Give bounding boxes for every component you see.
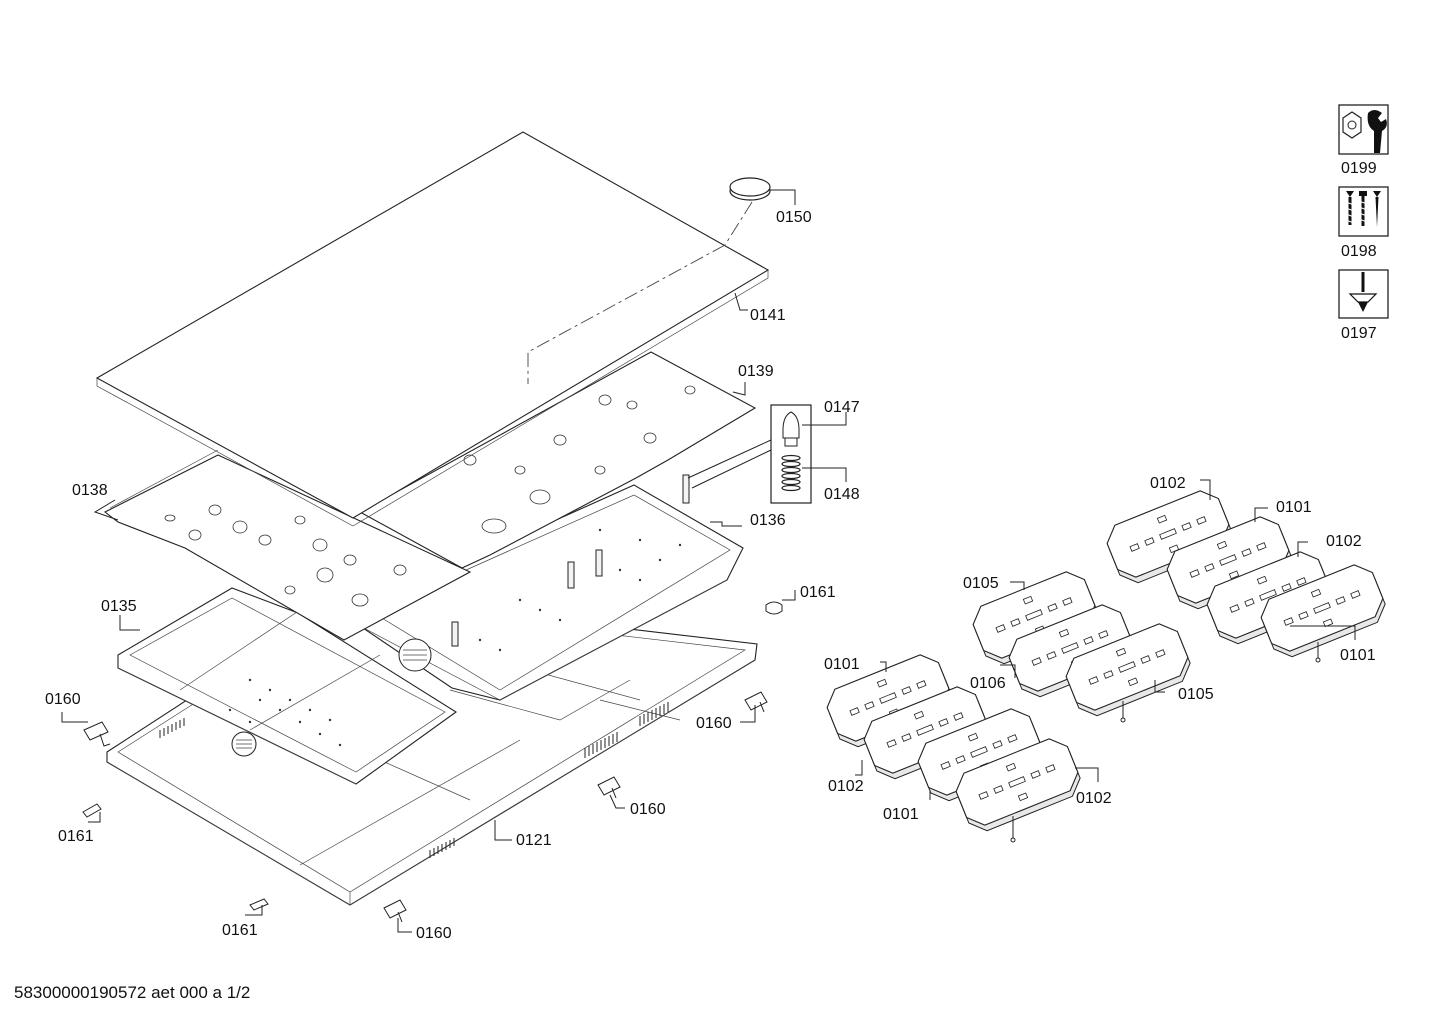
tool-label-0199: 0199 [1341, 160, 1377, 177]
callout-0105-lower[interactable]: 0105 [1178, 686, 1214, 703]
clip-0160-middle [597, 776, 621, 799]
tool-label-0198: 0198 [1341, 243, 1377, 260]
callout-0148[interactable]: 0148 [824, 486, 860, 503]
callout-0102-left[interactable]: 0102 [828, 778, 864, 795]
shield-plate-0138 [103, 449, 472, 641]
tool-icon-0197[interactable]: 0197 [1338, 269, 1389, 342]
foot-0161-left [82, 803, 102, 818]
sensor-detail-box [687, 404, 812, 504]
coil-pad [955, 738, 1081, 843]
callout-0136[interactable]: 0136 [750, 512, 786, 529]
callout-0106[interactable]: 0106 [970, 675, 1006, 692]
callout-0160-middle[interactable]: 0160 [630, 801, 666, 818]
callout-0160-left[interactable]: 0160 [45, 691, 81, 708]
callout-0150[interactable]: 0150 [776, 209, 812, 226]
clip-0160-left [83, 721, 111, 747]
coil-pad [863, 686, 989, 780]
coil-carrier-0135 [117, 587, 457, 785]
shield-plate-0139 [358, 351, 757, 569]
callout-0139[interactable]: 0139 [738, 363, 774, 380]
leader-lines [61, 189, 1356, 933]
callout-0101-right[interactable]: 0101 [1340, 647, 1376, 664]
coil-pad [826, 654, 952, 748]
document-number: 58300000190572 aet 000 a 1/2 [14, 983, 250, 1002]
screws-icon [1345, 191, 1381, 227]
foot-0161-bottom [249, 898, 269, 911]
callout-0138[interactable]: 0138 [72, 482, 108, 499]
clip-0160-bottom [383, 899, 407, 923]
tray-vents [159, 702, 669, 858]
screwdriver-icon [1348, 272, 1378, 312]
glass-ceramic-top-0141 [95, 131, 770, 527]
wrench-nut-icon [1342, 110, 1387, 153]
coil-pad [917, 708, 1043, 802]
tool-icon-0198[interactable]: 0198 [1338, 186, 1389, 260]
callout-0135[interactable]: 0135 [101, 598, 137, 615]
clip-0160-right [744, 691, 768, 713]
callout-0147[interactable]: 0147 [824, 399, 860, 416]
coil-pad [1260, 564, 1386, 663]
callout-0161-right[interactable]: 0161 [800, 584, 836, 601]
callout-0101-bottom[interactable]: 0101 [883, 806, 919, 823]
callout-0101-left[interactable]: 0101 [824, 656, 860, 673]
coil-pad [1065, 623, 1191, 723]
induction-coils [826, 490, 1386, 843]
callout-0160-bottom[interactable]: 0160 [416, 925, 452, 942]
tool-icon-0199[interactable]: 0199 [1338, 104, 1389, 177]
callout-0102-top[interactable]: 0102 [1150, 475, 1186, 492]
callout-0160-right[interactable]: 0160 [696, 715, 732, 732]
callout-0161-left[interactable]: 0161 [58, 828, 94, 845]
callout-0121[interactable]: 0121 [516, 832, 552, 849]
callout-0161-bottom[interactable]: 0161 [222, 922, 258, 939]
callout-0105-upper[interactable]: 0105 [963, 575, 999, 592]
coil-pad [1166, 516, 1292, 610]
part-callouts: 0150 0141 0139 0147 0148 0138 0136 0135 … [45, 209, 1376, 942]
tool-label-0197: 0197 [1341, 325, 1377, 342]
callout-0102-bottom[interactable]: 0102 [1076, 790, 1112, 807]
callout-0102-top-right[interactable]: 0102 [1326, 533, 1362, 550]
spring-posts [451, 474, 690, 647]
control-knob-0150 [729, 177, 771, 201]
feet-and-clips [82, 601, 783, 923]
callout-0141[interactable]: 0141 [750, 307, 786, 324]
callout-0101-top[interactable]: 0101 [1276, 499, 1312, 516]
foot-0161-right [765, 601, 783, 615]
